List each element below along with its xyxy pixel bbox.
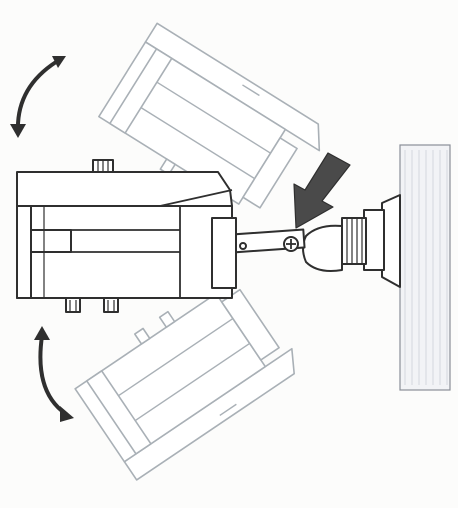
camera-tilted-down bbox=[74, 288, 295, 481]
camera-horizontal bbox=[16, 159, 237, 313]
mount-base bbox=[341, 194, 401, 288]
mount-arm bbox=[230, 224, 343, 272]
camera-tilted-up bbox=[98, 22, 321, 209]
tilt-down-arrow-icon bbox=[34, 326, 74, 422]
pointer-arrow-icon bbox=[293, 152, 351, 229]
tilt-up-arrow-icon bbox=[10, 56, 66, 138]
wall-plate bbox=[399, 144, 451, 391]
